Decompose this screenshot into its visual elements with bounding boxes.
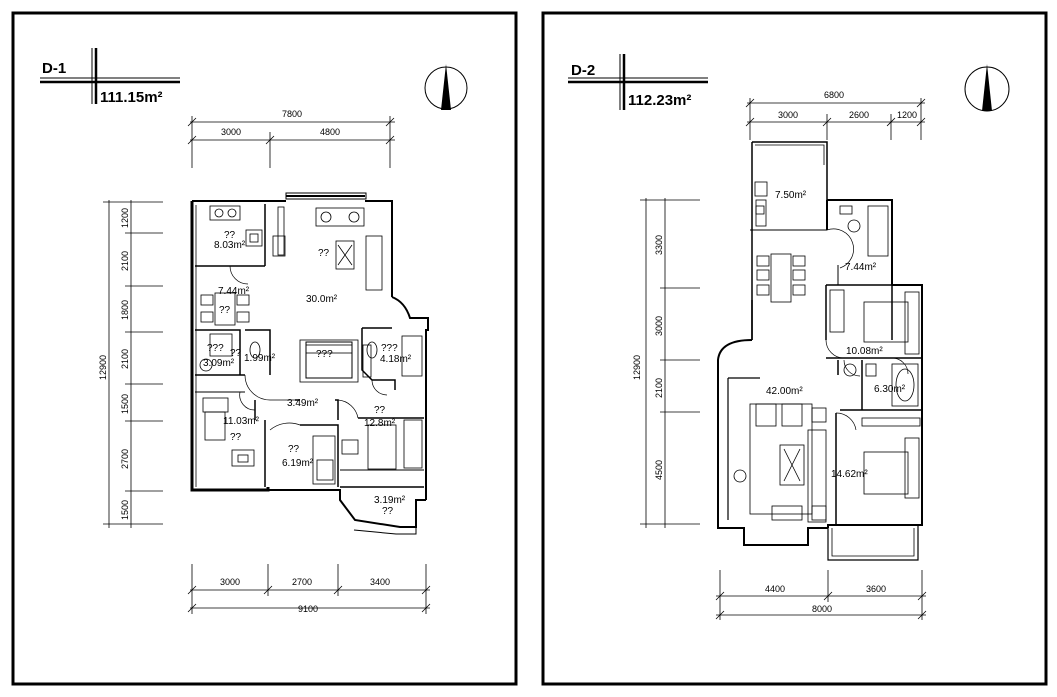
top-dimensions-d2	[745, 98, 926, 140]
bottom-dimensions-d2	[715, 570, 927, 620]
dim-left-2-d2: 3000	[654, 316, 664, 336]
mark-3-d1: ??	[318, 248, 330, 259]
room-labels-d2: 7.50m² 7.44m² 10.08m² 6.30m² 42.00m² 14.…	[766, 190, 906, 480]
walls-d2	[717, 141, 923, 561]
dim-left-6-d1: 2700	[120, 449, 130, 469]
room-dining-d1: 7.44m²	[218, 286, 250, 297]
dim-top-1-d2: 3000	[778, 110, 798, 120]
room-balcony-d1: 3.19m²	[374, 495, 406, 506]
dim-left-4-d2: 4500	[654, 460, 664, 480]
room-living-d2: 42.00m²	[766, 386, 803, 397]
room-bed2-d1: 12.8m²	[364, 418, 396, 429]
mark-10-d1: ??	[288, 444, 300, 455]
mark-1-d1: ??	[224, 230, 236, 241]
dim-bottom-1-d2: 4400	[765, 584, 785, 594]
title-block-d1: D-1 111.15m²	[40, 48, 180, 106]
plan-area-d2: 112.23m²	[628, 92, 691, 109]
dim-bottom-2-d2: 3600	[866, 584, 886, 594]
dim-left-3-d2: 2100	[654, 378, 664, 398]
dim-bottom-total-d2: 8000	[812, 604, 832, 614]
mark-11-d1: ??	[382, 506, 394, 517]
dim-left-total-d2: 12900	[632, 355, 642, 380]
dim-top-total-d2: 6800	[824, 90, 844, 100]
dim-top-1-d1: 3000	[221, 127, 241, 137]
dim-top-2-d1: 4800	[320, 127, 340, 137]
room-kitchen-d1: 8.03m²	[214, 240, 246, 251]
plan-code-d1: D-1	[42, 60, 66, 77]
title-block-d2: D-2 112.23m²	[568, 54, 708, 110]
room-bath1-d1: 3.09m²	[203, 358, 235, 369]
mark-4-d1: ???	[207, 343, 224, 354]
dim-left-5-d1: 1500	[120, 394, 130, 414]
dim-bottom-1-d1: 3000	[220, 577, 240, 587]
dim-left-4-d1: 2100	[120, 349, 130, 369]
north-arrow-icon	[424, 64, 468, 110]
plan-code-d2: D-2	[571, 62, 595, 79]
mark-2-d1: ??	[219, 305, 231, 316]
room-living-d1: 30.0m²	[306, 294, 338, 305]
room-bed1-d2: 10.08m²	[846, 346, 883, 357]
walls-d1	[190, 192, 429, 535]
mark-6-d1: ???	[316, 349, 333, 360]
dim-left-1-d1: 1200	[120, 208, 130, 228]
room-labels-d1: ?? 8.03m² 7.44m² ?? ?? 30.0m² ??? 3.09m²…	[203, 230, 412, 517]
plan-d2: D-2 112.23m² 6800 3000 2600 1200	[568, 54, 1010, 620]
top-dimensions-d1	[187, 116, 395, 168]
dim-top-2-d2: 2600	[849, 110, 869, 120]
mark-5-d1: ??	[230, 348, 242, 359]
room-wc-d1: 1.99m²	[244, 353, 276, 364]
bottom-dimensions-d1	[187, 564, 431, 614]
furniture-d1	[199, 205, 423, 485]
room-kitchen-d2: 7.50m²	[775, 190, 807, 201]
dim-left-2-d1: 2100	[120, 251, 130, 271]
dim-left-7-d1: 1500	[120, 500, 130, 520]
mark-7-d1: ???	[381, 343, 398, 354]
dim-left-3-d1: 1800	[120, 300, 130, 320]
dim-bottom-total-d1: 9100	[298, 604, 318, 614]
room-bed2-d2: 14.62m²	[831, 469, 868, 480]
mark-8-d1: ??	[230, 432, 242, 443]
room-bed1-d1: 11.03m²	[223, 416, 260, 427]
dim-top-3-d2: 1200	[897, 110, 917, 120]
furniture-d2	[733, 181, 921, 523]
left-dimensions-d1	[103, 200, 163, 528]
dim-left-1-d2: 3300	[654, 235, 664, 255]
plan-area-d1: 111.15m²	[100, 89, 163, 106]
north-arrow-icon	[964, 64, 1010, 112]
room-bath2-d2: 6.30m²	[874, 384, 906, 395]
room-hall-d1: 3.49m²	[287, 398, 319, 409]
dim-left-total-d1: 12900	[98, 355, 108, 380]
doors-d1	[229, 265, 388, 431]
plan-d1: D-1 111.15m² 7800 3000 4800	[40, 48, 468, 614]
left-dimensions-d2	[640, 198, 700, 528]
mark-9-d1: ??	[374, 405, 386, 416]
room-bed3-d1: 6.19m²	[282, 458, 314, 469]
dim-top-total-d1: 7800	[282, 109, 302, 119]
sheet-frame-d2	[541, 11, 1048, 686]
sheet-frame-d1	[11, 11, 518, 686]
dim-bottom-3-d1: 3400	[370, 577, 390, 587]
dim-bottom-2-d1: 2700	[292, 577, 312, 587]
room-bath1-d2: 7.44m²	[845, 262, 877, 273]
room-bath2-d1: 4.18m²	[380, 354, 412, 365]
doors-d2	[825, 228, 909, 431]
